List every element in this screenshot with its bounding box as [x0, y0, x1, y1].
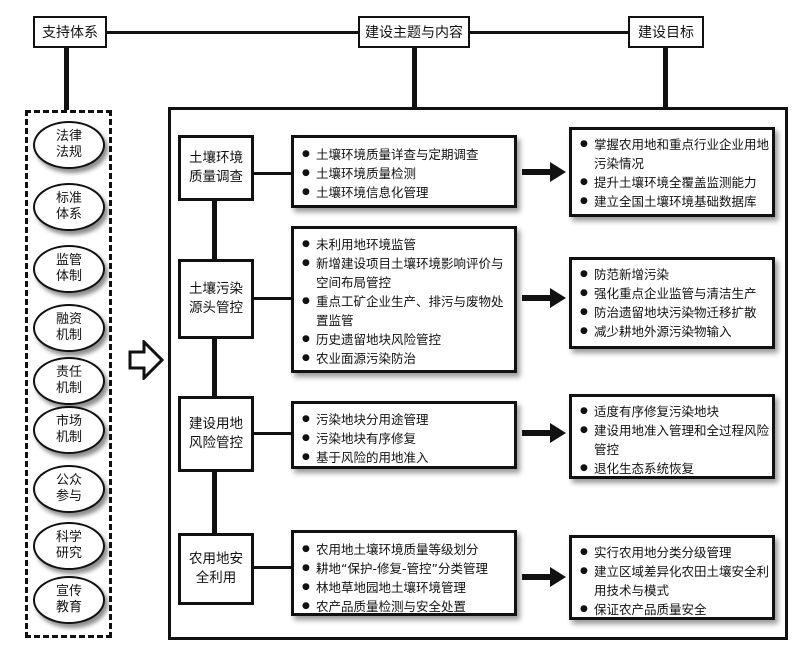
header-support: 支持体系	[33, 16, 107, 48]
content-item: 历史遗留地块风险管控	[294, 330, 514, 349]
goal-item: 减少耕地外源污染物输入	[572, 322, 772, 341]
support-item: 责任 机制	[33, 357, 105, 405]
content-item: 耕地“保护-修复-管控”分类管理	[294, 559, 514, 578]
content-item: 未利用地环境监管	[294, 235, 514, 254]
content-item: 重点工矿企业生产、排污与废物处置监管	[294, 292, 514, 330]
content-item: 基于风险的用地准入	[294, 448, 514, 467]
goal-item: 适度有序修复污染地块	[572, 402, 772, 421]
content-item: 农产品质量检测与安全处置	[294, 597, 514, 616]
right-arrow-icon	[522, 423, 566, 443]
goal-item: 提升土壤环境全覆盖监测能力	[572, 173, 772, 192]
goal-item: 防范新增污染	[572, 265, 772, 284]
goal-item: 实行农用地分类分级管理	[572, 543, 772, 562]
support-item: 科学 研究	[33, 522, 105, 570]
content-box-3: 污染地块分用途管理 污染地块有序修复 基于风险的用地准入	[291, 401, 517, 469]
right-arrow-icon	[522, 288, 566, 308]
content-item: 林地草地园地土壤环境管理	[294, 578, 514, 597]
support-item: 市场 机制	[33, 406, 105, 454]
content-box-1: 土壤环境质量详查与定期调查 土壤环境质量检测 土壤环境信息化管理	[291, 135, 517, 208]
right-arrow-icon	[522, 162, 566, 182]
goal-box-1: 掌握农用地和重点行业企业用地污染情况 提升土壤环境全覆盖监测能力 建立全国土壤环…	[569, 127, 775, 217]
content-item: 污染地块有序修复	[294, 429, 514, 448]
goal-item: 建立区域差异化农田土壤安全利用技术与模式	[572, 562, 772, 600]
support-system-box	[25, 110, 112, 638]
category-soil-survey: 土壤环境 质量调查	[178, 135, 254, 201]
main-content-box	[168, 107, 788, 640]
goal-item: 建设用地准入管理和全过程风险管控	[572, 421, 772, 459]
support-item: 融资 机制	[33, 304, 105, 352]
goal-item: 保证农产品质量安全	[572, 600, 772, 619]
content-item: 土壤环境信息化管理	[294, 183, 514, 202]
content-item: 土壤环境质量详查与定期调查	[294, 145, 514, 164]
category-construction-risk: 建设用地 风险管控	[178, 396, 254, 472]
goal-item: 退化生态系统恢复	[572, 459, 772, 478]
goal-item: 强化重点企业监管与清洁生产	[572, 284, 772, 303]
goal-box-4: 实行农用地分类分级管理 建立区域差异化农田土壤安全利用技术与模式 保证农产品质量…	[569, 535, 775, 620]
content-box-2: 未利用地环境监管 新增建设项目土壤环境影响评价与空间布局管控 重点工矿企业生产、…	[291, 226, 517, 373]
header-goal: 建设目标	[628, 16, 704, 48]
right-arrow-icon	[522, 567, 566, 587]
category-source-control: 土壤污染 源头管控	[178, 259, 254, 339]
content-box-4: 农用地土壤环境质量等级划分 耕地“保护-修复-管控”分类管理 林地草地园地土壤环…	[291, 530, 517, 616]
support-item: 法律 法规	[33, 121, 105, 169]
support-item: 公众 参与	[33, 465, 105, 513]
content-item: 新增建设项目土壤环境影响评价与空间布局管控	[294, 254, 514, 292]
content-item: 农业面源污染防治	[294, 349, 514, 368]
hollow-arrow-icon	[128, 340, 164, 380]
goal-box-3: 适度有序修复污染地块 建设用地准入管理和全过程风险管控 退化生态系统恢复	[569, 394, 775, 479]
category-farmland-safety: 农用地安 全利用	[178, 533, 254, 605]
header-theme: 建设主题与内容	[358, 16, 470, 48]
content-item: 土壤环境质量检测	[294, 164, 514, 183]
goal-box-2: 防范新增污染 强化重点企业监管与清洁生产 防治遗留地块污染物迁移扩散 减少耕地外…	[569, 257, 775, 349]
content-item: 污染地块分用途管理	[294, 410, 514, 429]
goal-item: 防治遗留地块污染物迁移扩散	[572, 303, 772, 322]
support-item: 监管 体制	[33, 245, 105, 293]
goal-item: 掌握农用地和重点行业企业用地污染情况	[572, 135, 772, 173]
goal-item: 建立全国土壤环境基础数据库	[572, 192, 772, 211]
support-item: 标准 体系	[33, 183, 105, 231]
support-item: 宣传 教育	[33, 576, 105, 624]
content-item: 农用地土壤环境质量等级划分	[294, 540, 514, 559]
